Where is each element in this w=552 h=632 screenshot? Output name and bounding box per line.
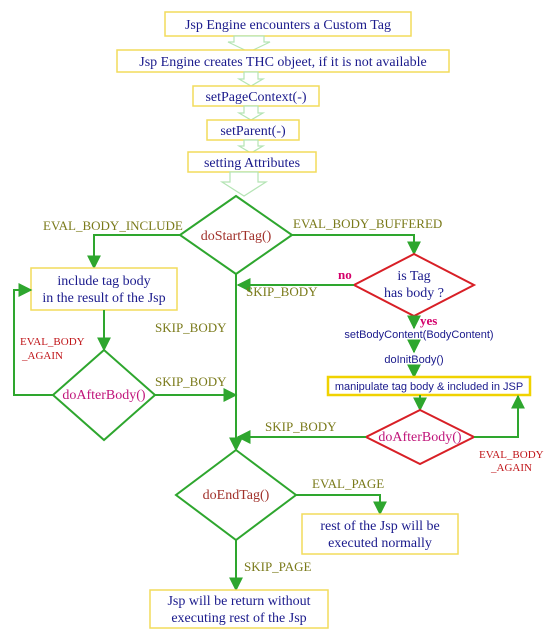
- connector-eval-body-include: [87, 234, 180, 270]
- label-eval-body-again-right-1: EVAL_BODY: [479, 449, 544, 461]
- box-set-parent-text: setParent(-): [220, 124, 286, 139]
- box-include-tag-body: include tag body in the result of the Js…: [30, 267, 178, 311]
- box-encounter-text: Jsp Engine encounters a Custom Tag: [185, 18, 391, 33]
- decision-do-start-tag-text: doStartTag(): [201, 229, 272, 244]
- label-skip-body-mid: SKIP_BODY: [155, 320, 227, 335]
- label-eval-body-again-left-2: _AGAIN: [21, 350, 63, 362]
- box-encounter: Jsp Engine encounters a Custom Tag: [164, 11, 412, 37]
- decision-is-tag-line1: is Tag: [397, 269, 430, 284]
- connector-eval-body-again-right: [474, 394, 525, 438]
- label-skip-body-right: SKIP_BODY: [265, 419, 337, 434]
- hollow-arrow-3: [236, 105, 266, 121]
- decision-do-after-body-right-text: doAfterBody(): [378, 430, 462, 445]
- connector-eval-body-buffered: [292, 234, 421, 256]
- box-create-thc-text: Jsp Engine creates THC objeet, if it is …: [139, 55, 426, 70]
- box-include-tag-body-line1: include tag body: [57, 274, 150, 289]
- label-eval-body-buffered: EVAL_BODY_BUFFERED: [293, 216, 442, 231]
- label-yes: yes: [420, 313, 437, 328]
- label-skip-body-left: SKIP_BODY: [155, 374, 227, 389]
- connector-eval-page: [296, 494, 387, 516]
- hollow-arrow-5: [219, 171, 269, 197]
- decision-do-after-body-right: doAfterBody(): [363, 408, 477, 466]
- decision-do-start-tag: doStartTag(): [178, 194, 294, 276]
- box-rest-of-jsp-line1: rest of the Jsp will be: [320, 519, 439, 534]
- hollow-arrow-1: [227, 35, 271, 53]
- decision-do-after-body-left-text: doAfterBody(): [62, 388, 146, 403]
- box-manipulate-tag-body-text: manipulate tag body & included in JSP: [335, 381, 523, 393]
- label-no: no: [338, 267, 352, 282]
- hollow-arrow-2: [236, 71, 266, 87]
- box-create-thc: Jsp Engine creates THC objeet, if it is …: [116, 49, 450, 73]
- method-do-init-body: doInitBody(): [384, 354, 443, 366]
- label-eval-body-again-right-2: _AGAIN: [490, 462, 532, 474]
- box-jsp-return-line2: executing rest of the Jsp: [171, 611, 306, 626]
- decision-do-after-body-left: doAfterBody(): [51, 348, 157, 442]
- connector-eval-body-again-left: [13, 283, 53, 396]
- label-skip-body-top: SKIP_BODY: [246, 284, 318, 299]
- hollow-arrow-4: [236, 139, 266, 154]
- decision-do-end-tag: doEndTag(): [174, 448, 298, 542]
- decision-is-tag-has-body: is Tag has body ?: [351, 252, 477, 318]
- label-eval-body-again-left-1: EVAL_BODY: [20, 336, 85, 348]
- box-include-tag-body-line2: in the result of the Jsp: [42, 291, 165, 306]
- box-rest-of-jsp-line2: executed normally: [328, 536, 432, 551]
- box-setting-attributes: setting Attributes: [187, 151, 317, 173]
- method-set-body-content: setBodyContent(BodyContent): [344, 329, 493, 341]
- label-eval-page: EVAL_PAGE: [312, 476, 384, 491]
- box-set-page-context-text: setPageContext(-): [205, 90, 306, 105]
- box-set-parent: setParent(-): [206, 119, 300, 141]
- box-manipulate-tag-body: manipulate tag body & included in JSP: [326, 375, 532, 397]
- box-jsp-return: Jsp will be return without executing res…: [149, 589, 329, 629]
- label-skip-page: SKIP_PAGE: [244, 559, 311, 574]
- label-eval-body-include: EVAL_BODY_INCLUDE: [43, 218, 183, 233]
- box-set-page-context: setPageContext(-): [192, 85, 320, 107]
- decision-is-tag-line2: has body ?: [384, 286, 444, 301]
- decision-do-end-tag-text: doEndTag(): [203, 488, 270, 503]
- box-rest-of-jsp: rest of the Jsp will be executed normall…: [301, 513, 459, 555]
- box-setting-attributes-text: setting Attributes: [204, 156, 300, 171]
- box-jsp-return-line1: Jsp will be return without: [167, 594, 310, 609]
